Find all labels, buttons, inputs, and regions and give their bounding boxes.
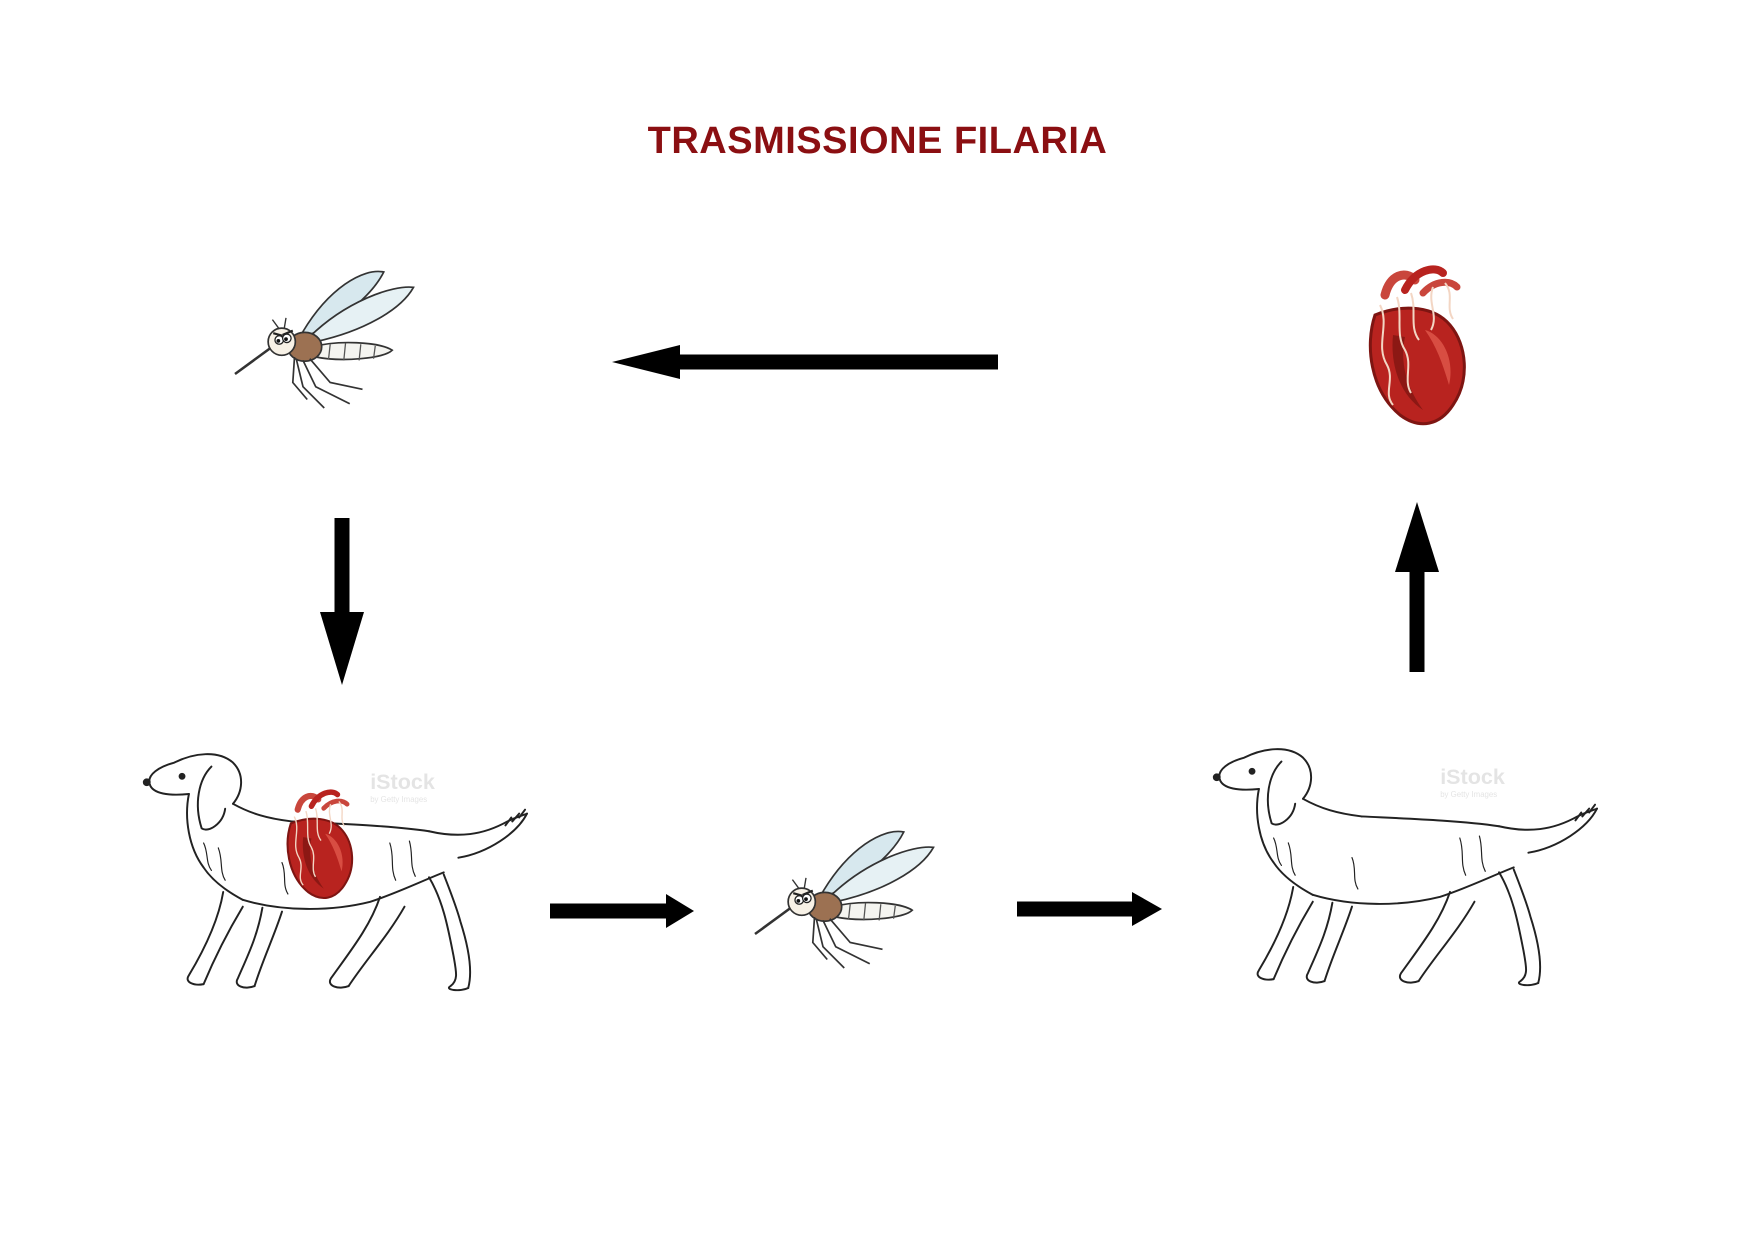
arrow-healthy-dog-to-heart (1395, 502, 1439, 672)
arrow-heart-to-mosquito (612, 345, 998, 379)
infected-dog-image: iStock by Getty Images (142, 753, 528, 992)
infected-heart-top-image (1370, 269, 1464, 423)
dog-healthy-watermark-sub: by Getty Images (1440, 790, 1497, 799)
mosquito-middle-image (753, 830, 935, 970)
dog-healthy-watermark: iStock (1440, 764, 1505, 789)
arrow-infected-dog-to-mosquito (550, 894, 694, 928)
arrow-mosquito-to-infected-dog (320, 518, 364, 685)
healthy-dog-image: iStock by Getty Images (1212, 748, 1598, 987)
infected-dog-heart-image (288, 792, 353, 898)
diagram-title: TRASMISSIONE FILARIA (647, 120, 1108, 162)
dog-infected-watermark-sub: by Getty Images (370, 795, 427, 804)
dog-infected-watermark: iStock (370, 769, 435, 794)
mosquito-top-image (233, 270, 415, 410)
arrow-mosquito-to-healthy-dog (1017, 892, 1162, 926)
